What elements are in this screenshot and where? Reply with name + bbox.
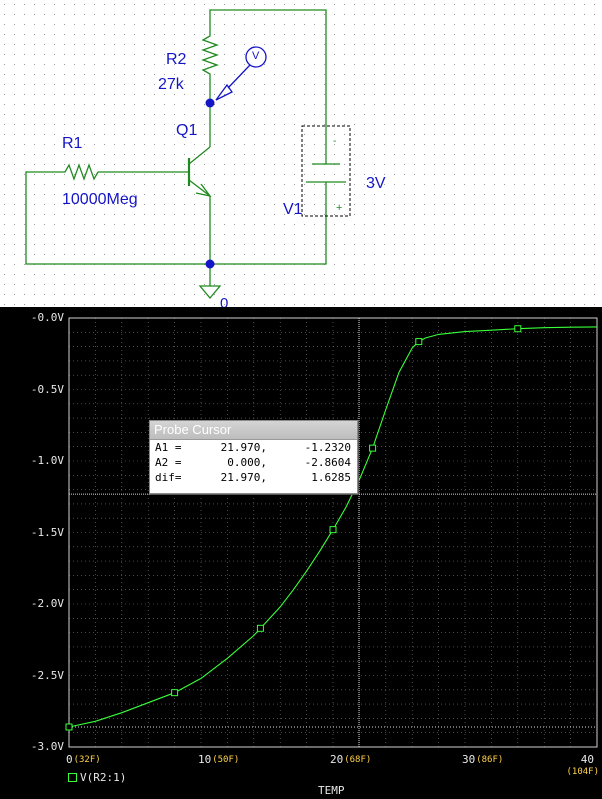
x-tick-fahrenheit-label: (86F): [476, 755, 504, 765]
voltage-probe-marker[interactable]: [215, 46, 267, 101]
plot-frame: [68, 317, 598, 748]
cursor-label: dif=: [155, 471, 182, 484]
cursor-row-dif: dif= 21.970, 1.6285: [150, 470, 357, 485]
y-tick-label: -1.0V: [30, 454, 64, 467]
cursor-y-value: -1.2320: [304, 441, 351, 454]
ground-node-label: 0: [220, 295, 229, 312]
v1-plus-sign: +: [336, 202, 343, 214]
probe-plot-canvas[interactable]: [0, 307, 602, 799]
x-tick-label: 0: [66, 753, 73, 766]
schematic-panel: R2 27k Q1 R1 10000Meg V1 3V 0 V - +: [0, 0, 602, 311]
x-tick-label: 40: [580, 753, 594, 766]
ground-symbol[interactable]: [198, 285, 222, 300]
legend-series-name: V(R2:1): [80, 771, 127, 784]
cursor-row-a1: A1 = 21.970, -1.2320: [150, 440, 357, 455]
y-tick-label: -2.0V: [30, 597, 64, 610]
y-tick-label: -0.5V: [30, 382, 64, 396]
trace-marker: [369, 444, 377, 452]
cursor-label: A2 =: [155, 456, 182, 469]
trace-marker: [514, 325, 522, 333]
cursor-row-a2: A2 = 0.000, -2.8604: [150, 455, 357, 470]
cursor-x-value: 21.970,: [220, 441, 267, 454]
v1-minus-sign: -: [333, 136, 337, 147]
x-tick-fahrenheit-label: (32F): [73, 755, 101, 765]
r1-name-label: R1: [62, 135, 83, 152]
trace-marker: [415, 338, 423, 346]
q1-transistor[interactable]: [187, 146, 212, 197]
y-tick-label: -2.5V: [30, 668, 64, 682]
legend-entry[interactable]: V(R2:1): [68, 772, 126, 783]
y-tick-label: -0.0V: [30, 311, 64, 324]
probe-cursor-title[interactable]: Probe Cursor: [150, 421, 357, 440]
legend-marker-icon: [68, 772, 77, 782]
schematic-wires: [25, 9, 327, 286]
x-tick-label: 30: [462, 753, 476, 766]
trace-marker: [256, 624, 264, 632]
x-axis-label: TEMP: [318, 784, 345, 797]
r1-value-label: 10000Meg: [62, 191, 138, 208]
probe-symbol-label: V: [252, 50, 260, 62]
r2-value-label: 27k: [158, 76, 184, 93]
r2-resistor[interactable]: [201, 30, 219, 80]
trace-marker: [329, 526, 337, 534]
y-tick-label: -3.0V: [30, 740, 64, 753]
x-tick-fahrenheit-label: (104F): [566, 767, 599, 777]
trace-markers: [65, 325, 522, 731]
trace-v-r2[interactable]: [68, 326, 598, 728]
x-tick-label: 10: [198, 753, 212, 766]
cursor-x-value: 0.000,: [227, 456, 267, 469]
cursor-lines[interactable]: [68, 318, 597, 747]
schematic-canvas: [0, 0, 602, 307]
v1-source[interactable]: [301, 125, 351, 217]
x-tick-fahrenheit-label: (68F): [344, 755, 372, 765]
x-tick-label: 20: [330, 753, 344, 766]
r1-resistor[interactable]: [60, 163, 99, 181]
cursor-y-value: 1.6285: [311, 471, 351, 484]
r2-name-label: R2: [166, 51, 187, 68]
probe-cursor-window[interactable]: Probe Cursor A1 = 21.970, -1.2320 A2 = 0…: [149, 420, 358, 494]
q1-name-label: Q1: [176, 122, 198, 139]
ground-node-dot: [205, 259, 215, 269]
cursor-y-value: -2.8604: [304, 456, 351, 469]
v1-value-label: 3V: [366, 175, 386, 192]
trace-marker: [171, 689, 179, 697]
cursor-x-value: 21.970,: [220, 471, 267, 484]
schematic-dot-grid: [0, 0, 602, 307]
y-tick-label: -1.5V: [30, 525, 64, 539]
probe-plot-panel[interactable]: -0.0V -0.5V -1.0V -1.5V -2.0V -2.5V -3.0V 0(32…: [0, 307, 602, 799]
collector-node-dot: [205, 98, 215, 108]
trace-marker: [65, 723, 73, 731]
x-tick-fahrenheit-label: (50F): [212, 755, 240, 765]
v1-name-label: V1: [283, 201, 303, 218]
cursor-label: A1 =: [155, 441, 182, 454]
